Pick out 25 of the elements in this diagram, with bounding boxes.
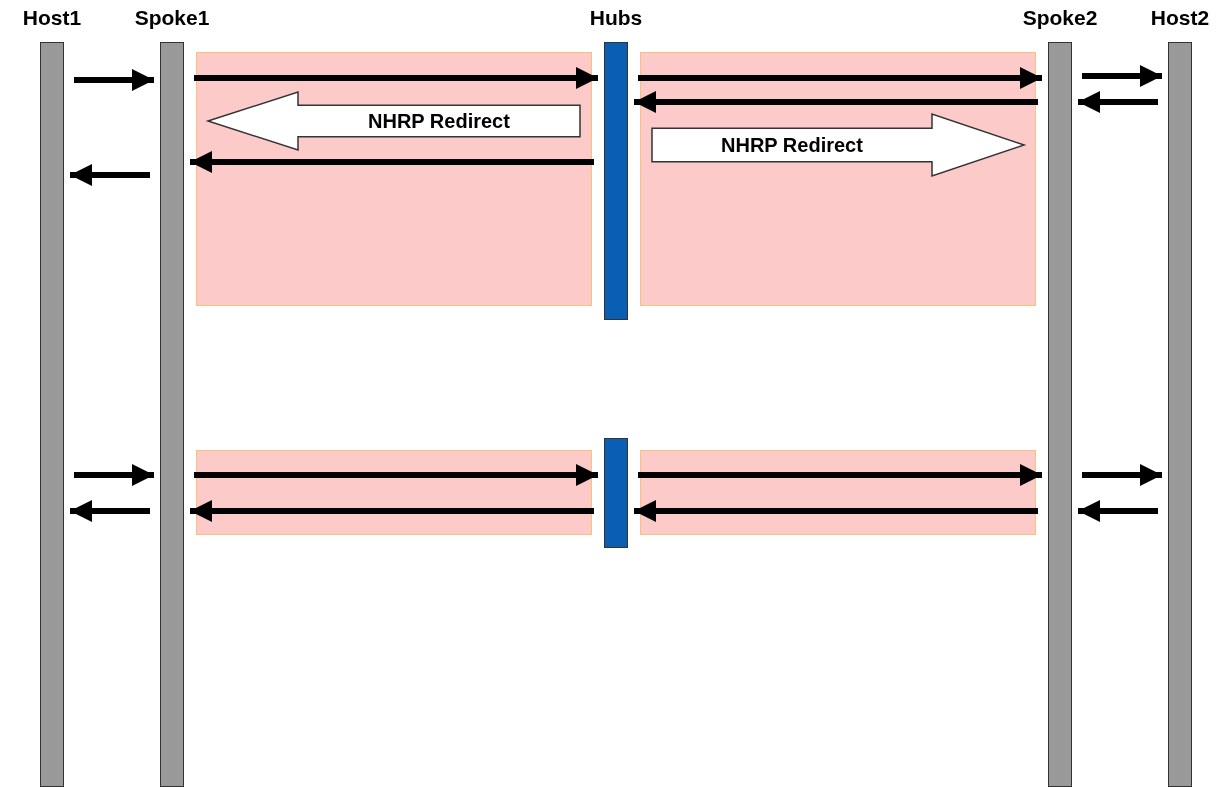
block-arrow — [651, 112, 1027, 178]
arrow — [634, 500, 1038, 522]
lifeline-label: Host2 — [1149, 6, 1211, 30]
arrow — [1078, 500, 1158, 522]
arrow — [638, 464, 1042, 486]
arrow — [1078, 91, 1158, 113]
arrow — [190, 151, 594, 173]
arrow — [70, 500, 150, 522]
lifeline-label: Hubs — [588, 6, 644, 30]
arrow — [634, 91, 1038, 113]
arrow — [74, 69, 154, 91]
arrow — [74, 464, 154, 486]
arrow — [190, 500, 594, 522]
edge-label: NHRP Redirect — [721, 133, 863, 157]
lifeline-label: Host1 — [21, 6, 83, 30]
edge-label: NHRP Redirect — [368, 109, 510, 133]
arrow — [1082, 464, 1162, 486]
arrow — [194, 67, 598, 89]
arrow — [1082, 65, 1162, 87]
block-arrow — [205, 90, 581, 152]
lifeline-label: Spoke2 — [1021, 6, 1099, 30]
arrow — [194, 464, 598, 486]
lifeline-label: Spoke1 — [133, 6, 211, 30]
arrow — [638, 67, 1042, 89]
arrow — [70, 164, 150, 186]
